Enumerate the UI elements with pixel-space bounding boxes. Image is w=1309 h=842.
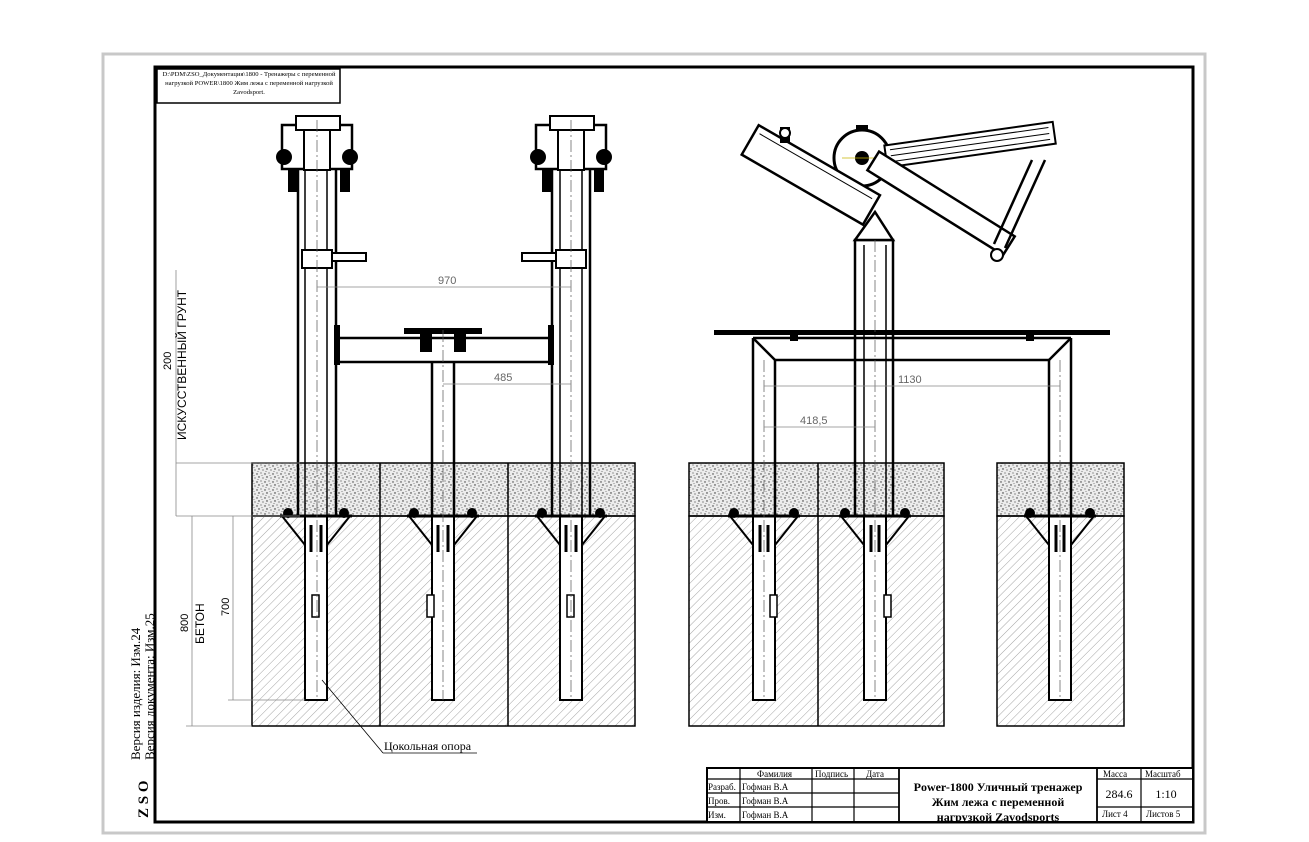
dimension-418: 418,5 [764,415,875,428]
brand-logo-text: Z S O [136,780,152,818]
row-name: Гофман В.А [742,810,789,820]
drawing-frame [153,65,1195,824]
left-frame [276,115,612,700]
title-line-1: Power-1800 Уличный тренажер [914,780,1083,794]
base-support-label: Цокольная опора [384,739,472,753]
header-familiya: Фамилия [757,769,792,779]
dim-200-label: 200 [162,352,174,370]
file-path-note: D:\PDM\ZSO_Документация\1800 - Тренажеры… [156,68,341,104]
file-path-text: D:\PDM\ZSO_Документация\1800 - Тренажеры… [162,71,336,96]
dim-970-label: 970 [438,275,456,287]
concrete-label: БЕТОН [193,603,207,644]
right-foundations [688,462,1125,727]
version-product: Версия изделия: Изм.24 [128,627,143,760]
mass-label: Масса [1103,769,1127,779]
side-stamp: Версия изделия: Изм.24 Версия документа:… [128,613,157,818]
row-name: Гофман В.А [742,796,789,806]
dim-485-label: 485 [494,372,512,384]
row-role: Изм. [708,810,726,820]
dimension-485: 485 [443,372,571,385]
title-line-3: нагрузкой Zavodsports [937,810,1060,824]
scale-value: 1:10 [1155,787,1176,801]
sheet-count: Листов 5 [1146,809,1181,819]
dim-418-label: 418,5 [800,415,828,427]
dimension-970: 970 [317,275,571,288]
dim-800-label: 800 [179,614,191,632]
ground-label: ИСКУССТВЕННЫЙ ГРУНТ [174,289,189,440]
sheet-outer-border [101,52,1207,835]
version-document: Версия документа: Изм.25 [142,613,157,760]
row-role: Разраб. [708,782,736,792]
scale-label: Масштаб [1145,769,1181,779]
header-data: Дата [866,769,884,779]
header-podpis: Подпись [815,769,848,779]
mass-value: 284.6 [1106,787,1133,801]
base-support-callout: Цокольная опора [321,679,477,754]
title-block: Фамилия Подпись Дата Разраб. Гофман В.А … [706,767,1194,824]
title-line-2: Жим лежа с переменной [932,795,1065,809]
row-name: Гофман В.А [742,782,789,792]
row-role: Пров. [708,796,730,806]
dim-700-label: 700 [220,598,232,616]
sheet-number: Лист 4 [1102,809,1128,819]
dim-1130-label: 1130 [898,374,922,386]
dimension-1130: 1130 [764,374,1060,387]
vertical-dimensions: 200 ИСКУССТВЕННЫЙ ГРУНТ 800 БЕТОН 700 [162,270,305,727]
